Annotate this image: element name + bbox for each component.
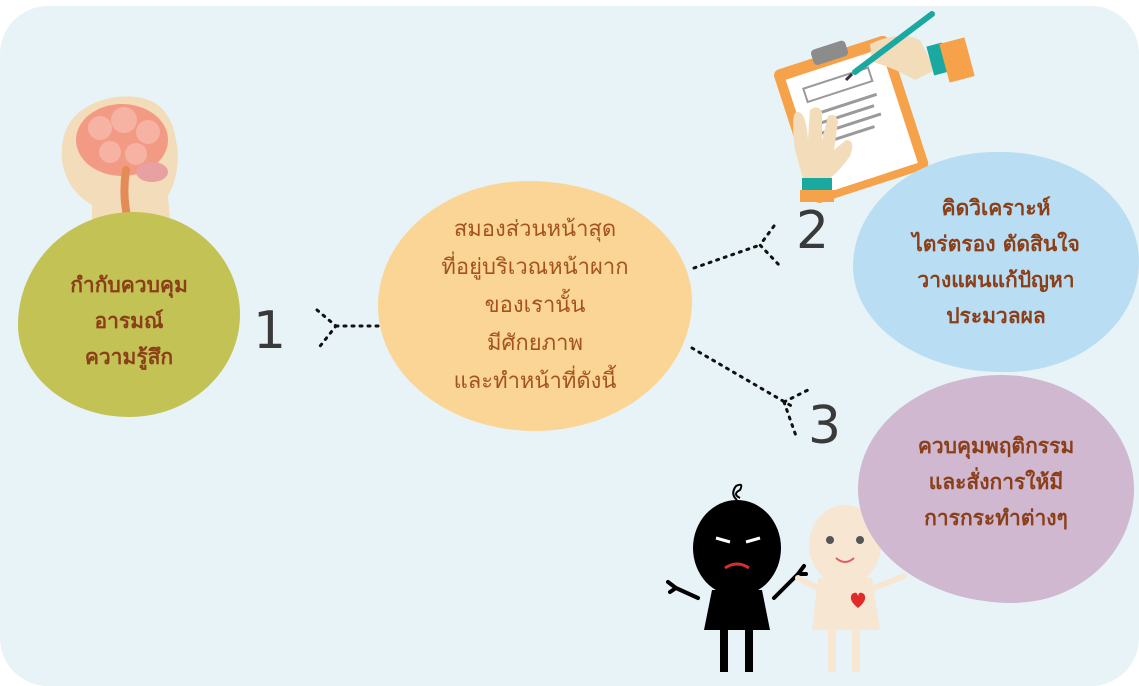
center-frontal-lobe: สมองส่วนหน้าสุด ที่อยู่บริเวณหน้าผาก ของ…	[378, 181, 692, 431]
clipboard-hand-icon	[774, 11, 975, 203]
step-2-thinking: คิดวิเคราะห์ ไตร่ตรอง ตัดสินใจ วางแผนแก้…	[853, 152, 1139, 372]
center-line-3: ของเรานั้น	[484, 293, 586, 318]
step-3-behavior-control: ควบคุมพฤติกรรม และสั่งการให้มี การกระทำต…	[858, 375, 1134, 603]
step-3-line-2: และสั่งการให้มี	[928, 470, 1064, 494]
center-line-1: สมองส่วนหน้าสุด	[453, 217, 617, 242]
step-1-line-2: อารมณ์	[94, 308, 164, 333]
center-line-2: ที่อยู่บริเวณหน้าผาก	[441, 255, 629, 280]
grumpy-character-icon	[666, 483, 808, 672]
connector-2	[692, 224, 782, 270]
happy-character-icon	[795, 505, 907, 672]
connector-1	[315, 308, 382, 352]
step-3-line-1: ควบคุมพฤติกรรม	[917, 434, 1075, 458]
brain-head-icon	[61, 96, 178, 260]
step-2-line-4: ประมวลผล	[946, 304, 1046, 328]
step-1-emotion-control: กำกับควบคุม อารมณ์ ความรู้สึก	[18, 212, 240, 417]
step-number-1: 1	[253, 301, 287, 361]
step-1-line-3: ความรู้สึก	[84, 344, 174, 369]
step-1-line-1: กำกับควบคุม	[70, 272, 188, 297]
step-2-line-3: วางแผนแก้ปัญหา	[917, 268, 1075, 292]
step-2-line-1: คิดวิเคราะห์	[941, 196, 1051, 220]
center-line-5: และทำหน้าที่ดังนี้	[453, 369, 617, 394]
step-3-line-3: การกระทำต่างๆ	[924, 506, 1068, 530]
connector-3	[690, 346, 810, 438]
step-number-2: 2	[796, 201, 830, 261]
step-number-3: 3	[808, 396, 842, 456]
center-line-4: มีศักยภาพ	[486, 331, 584, 356]
step-2-line-2: ไตร่ตรอง ตัดสินใจ	[912, 232, 1080, 256]
